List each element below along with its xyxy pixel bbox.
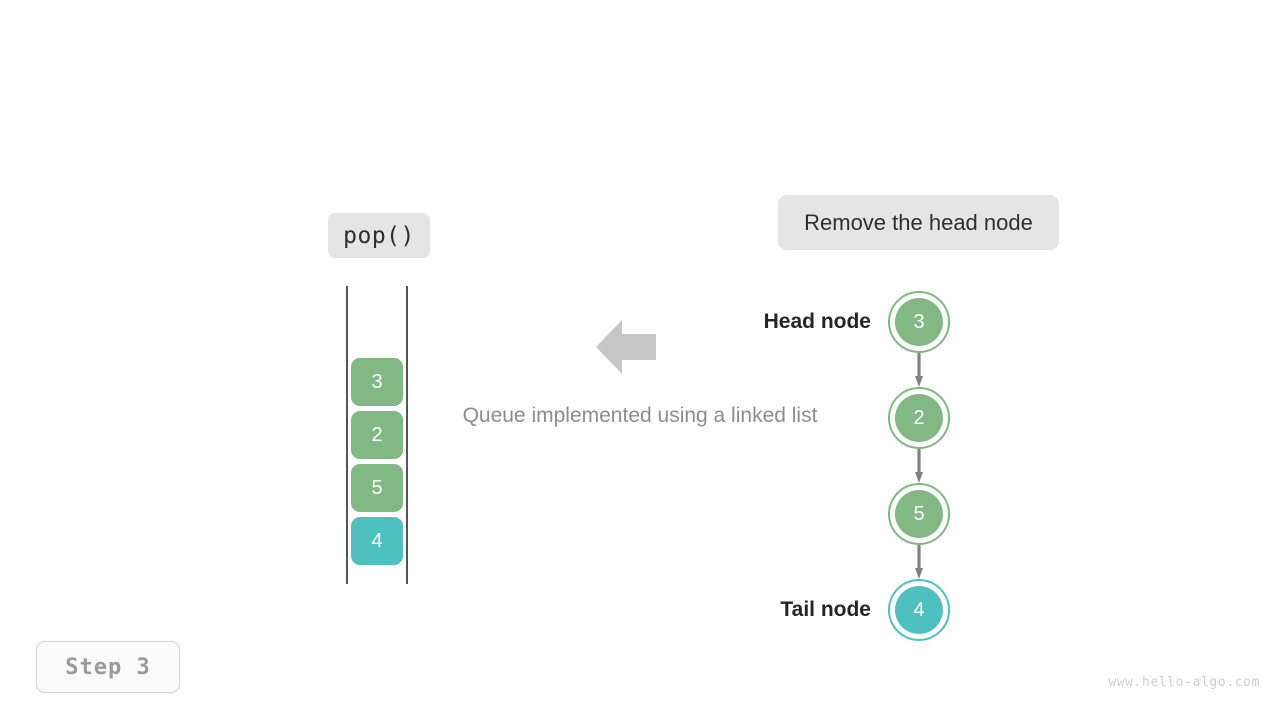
linked-list-node-disc: 4 bbox=[895, 586, 943, 634]
watermark-text: www.hello-algo.com bbox=[1108, 675, 1260, 690]
linked-list-node-disc: 3 bbox=[895, 298, 943, 346]
linked-list-node: 5 bbox=[888, 483, 950, 545]
queue-rail-left bbox=[346, 286, 348, 584]
linked-list-node: 4 bbox=[888, 579, 950, 641]
linked-list-node-disc: 5 bbox=[895, 490, 943, 538]
queue-rail-right bbox=[406, 286, 408, 584]
step-indicator-label: Step 3 bbox=[65, 654, 151, 680]
tail-node-label: Tail node bbox=[683, 598, 871, 622]
queue-item: 5 bbox=[351, 464, 403, 512]
queue-item: 2 bbox=[351, 411, 403, 459]
step-indicator: Step 3 bbox=[36, 641, 180, 693]
linked-list-node-disc: 2 bbox=[895, 394, 943, 442]
operation-badge-label: pop() bbox=[343, 222, 415, 249]
linked-list-connector bbox=[915, 449, 923, 483]
linked-list-node-value: 4 bbox=[913, 599, 925, 621]
linked-list-node-value: 3 bbox=[913, 311, 925, 333]
linked-list-container: 3 2 5 4 bbox=[888, 291, 950, 641]
note-badge-label: Remove the head node bbox=[804, 209, 1033, 235]
queue-item-value: 5 bbox=[371, 477, 383, 499]
caption-text: Queue implemented using a linked list bbox=[437, 404, 843, 428]
linked-list-connector bbox=[915, 353, 923, 387]
tail-node-label-text: Tail node bbox=[780, 598, 871, 621]
linked-list-node-value: 2 bbox=[913, 407, 925, 429]
note-badge: Remove the head node bbox=[778, 195, 1059, 250]
queue-item-list: 3 2 5 4 bbox=[351, 358, 403, 565]
queue-item: 3 bbox=[351, 358, 403, 406]
queue-item: 4 bbox=[351, 517, 403, 565]
queue-item-value: 2 bbox=[371, 424, 383, 446]
linked-list-node: 2 bbox=[888, 387, 950, 449]
queue-item-value: 4 bbox=[371, 530, 383, 552]
head-node-label: Head node bbox=[683, 310, 871, 334]
linked-list-node-value: 5 bbox=[913, 503, 925, 525]
caption-label: Queue implemented using a linked list bbox=[462, 404, 818, 427]
operation-badge: pop() bbox=[328, 213, 430, 258]
queue-container: 3 2 5 4 bbox=[346, 286, 408, 584]
head-node-label-text: Head node bbox=[763, 310, 871, 333]
left-arrow-icon bbox=[596, 320, 656, 374]
queue-item-value: 3 bbox=[371, 371, 383, 393]
linked-list-connector bbox=[915, 545, 923, 579]
watermark: www.hello-algo.com bbox=[1108, 675, 1260, 690]
linked-list-node: 3 bbox=[888, 291, 950, 353]
